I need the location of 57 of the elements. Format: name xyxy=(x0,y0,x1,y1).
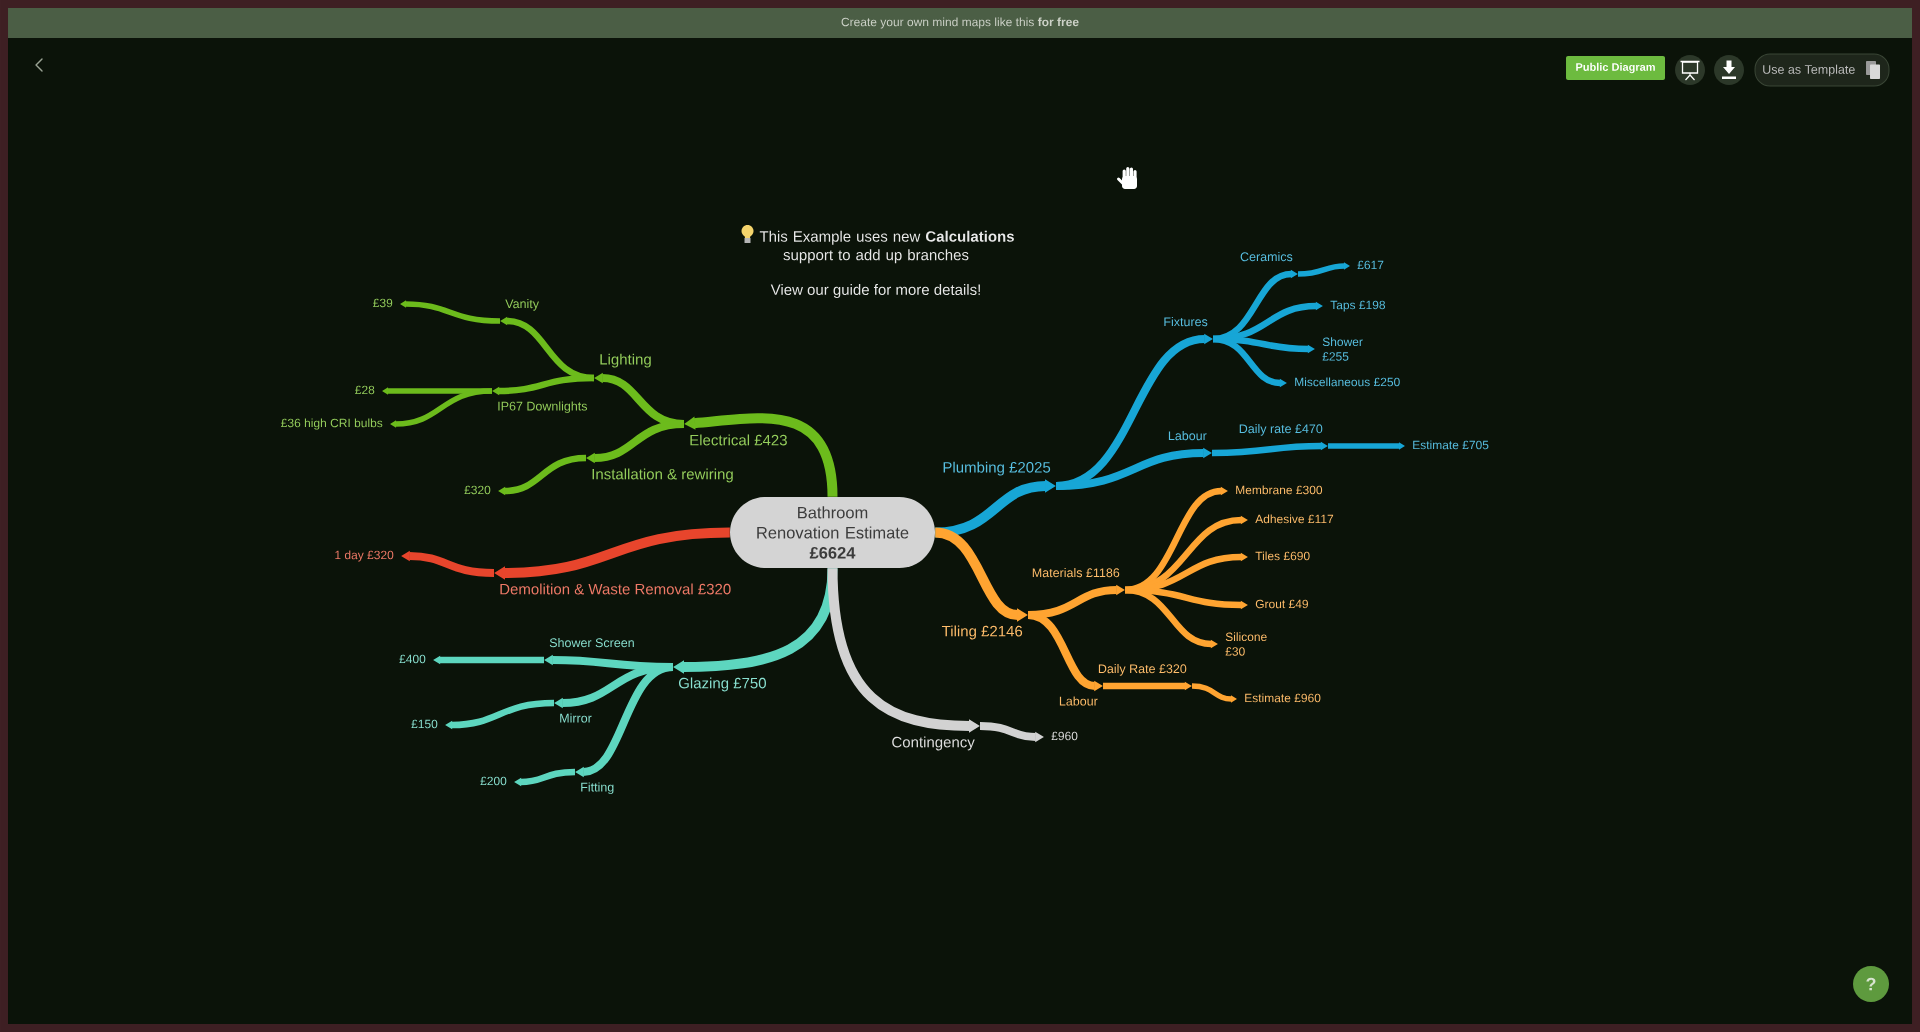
branch xyxy=(400,300,501,324)
branch xyxy=(514,768,576,787)
branch-label: Tiles £690 xyxy=(1255,551,1310,561)
branch-label: £36 high CRI bulbs xyxy=(281,418,383,430)
branch xyxy=(1328,442,1405,450)
branch-label: £39 xyxy=(373,298,393,308)
branch-label: Electrical £423 xyxy=(690,434,787,446)
branch-label: Glazing £750 xyxy=(678,677,766,692)
branch-label: £400 xyxy=(399,654,426,664)
branch-label: Silicone £30 xyxy=(1225,632,1267,656)
branch xyxy=(1297,262,1350,277)
branch-label: £150 xyxy=(411,719,438,729)
branch xyxy=(1211,441,1328,457)
branch-label: Miscellaneous £250 xyxy=(1295,377,1400,387)
branch xyxy=(498,454,587,496)
branch-label: IP67 Downlights xyxy=(498,401,588,414)
note-text: This Example uses new Calculations support to add up branches xyxy=(759,230,1014,264)
branch-label: £320 xyxy=(464,485,491,495)
branch-label: Fixtures xyxy=(1164,317,1208,327)
branch xyxy=(445,699,555,730)
branch-label: Taps £198 xyxy=(1330,300,1386,312)
branch-label: Shower Screen xyxy=(549,638,634,648)
branch-label: Membrane £300 xyxy=(1236,485,1323,495)
branch-label: 1 day £320 xyxy=(335,550,394,562)
public-badge: Public Diagram xyxy=(1566,56,1665,80)
branch-label: Contingency xyxy=(892,736,975,751)
branch-label: Adhesive £117 xyxy=(1255,514,1334,524)
branch-label: Estimate £960 xyxy=(1245,693,1321,703)
branch-label: Vanity xyxy=(505,299,539,311)
branch-label: £960 xyxy=(1051,731,1078,741)
branch-label: Ceramics xyxy=(1240,252,1293,262)
branch-label: £617 xyxy=(1357,260,1384,270)
branch-label: Demolition & Waste Removal £320 xyxy=(500,583,731,595)
branch-label: Labour xyxy=(1168,431,1207,441)
help-button: ? xyxy=(1853,966,1889,1002)
central-topic: Bathroom Renovation Estimate £6624 xyxy=(730,497,935,568)
template-button: Use as Template xyxy=(1754,53,1890,87)
top-banner: Create your own mind maps like this for free xyxy=(8,8,1912,38)
branch-label: Installation & rewiring xyxy=(592,468,733,483)
branch-label: Plumbing £2025 xyxy=(943,461,1051,476)
branch-label: Estimate £705 xyxy=(1413,440,1489,450)
branch-label: Tiling £2146 xyxy=(941,625,1023,640)
branch xyxy=(1191,683,1237,703)
branch-label: Daily rate £470 xyxy=(1239,424,1323,436)
branch xyxy=(390,388,493,428)
branch-label: £28 xyxy=(355,385,375,395)
branch-label: £200 xyxy=(480,776,507,786)
branch-label: Lighting xyxy=(600,353,651,368)
branch-label: Shower £255 xyxy=(1322,337,1363,361)
branch-label: Mirror xyxy=(560,713,592,723)
note-text: View our guide for more details! xyxy=(770,284,980,298)
branch-label: Grout £49 xyxy=(1255,599,1308,609)
branch-label: Labour xyxy=(1059,696,1098,706)
branch xyxy=(492,374,595,396)
branch-label: Materials £1186 xyxy=(1032,568,1120,578)
branch-label: Daily Rate £320 xyxy=(1098,664,1187,676)
branch-label: Fitting xyxy=(581,782,614,795)
